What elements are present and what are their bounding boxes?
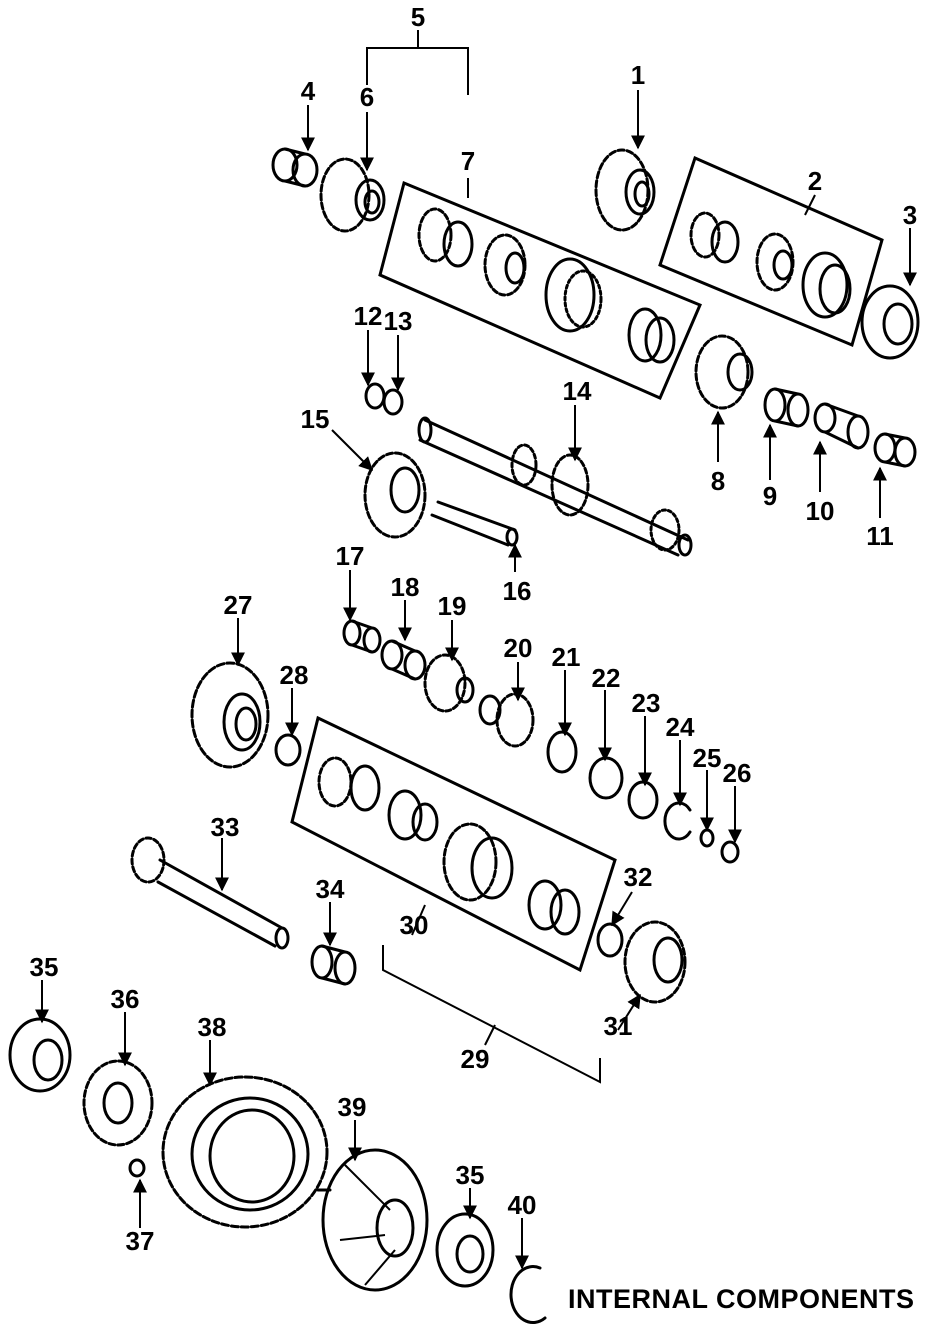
callout-37: 37: [126, 1226, 155, 1256]
part-40-snap-ring: [509, 1265, 547, 1325]
callout-labels: 1 2 3 4 5 6 7 8 9 10 11 12 13 14 15 16 1…: [30, 2, 918, 1256]
callout-3: 3: [903, 200, 917, 230]
callout-20: 20: [504, 633, 533, 663]
callout-33: 33: [211, 812, 240, 842]
part-25-washer: [699, 828, 715, 848]
part-9-sleeve: [763, 387, 810, 428]
callout-40: 40: [508, 1190, 537, 1220]
callout-13: 13: [384, 306, 413, 336]
callout-36: 36: [111, 984, 140, 1014]
callout-30: 30: [400, 910, 429, 940]
callout-14: 14: [563, 376, 592, 406]
part-22-bearing: [588, 756, 624, 800]
part-30-synchro-set: [317, 756, 581, 936]
callout-21: 21: [552, 642, 581, 672]
callout-10: 10: [806, 496, 835, 526]
part-10-hub: [813, 402, 870, 450]
callout-26: 26: [723, 758, 752, 788]
callout-34: 34: [316, 874, 345, 904]
callout-35-left: 35: [30, 952, 59, 982]
part-36-gear: [82, 1059, 154, 1147]
callout-35-right: 35: [456, 1160, 485, 1190]
callout-32: 32: [624, 862, 653, 892]
part-39-differential-case: [316, 1148, 429, 1292]
callout-11: 11: [866, 521, 894, 551]
part-6-gear: [319, 157, 386, 233]
part-15-gear: [363, 451, 427, 539]
callout-25: 25: [693, 743, 722, 773]
callout-17: 17: [336, 541, 365, 571]
part-32-ring: [596, 922, 624, 958]
part-28-ring: [274, 733, 302, 767]
part-27-gear: [190, 661, 270, 769]
part-16-pin: [430, 500, 519, 547]
part-11-sleeve: [873, 432, 917, 468]
diagram-caption: INTERNAL COMPONENTS: [568, 1284, 915, 1314]
part-18-sleeve: [380, 639, 427, 681]
part-4-sleeve: [271, 147, 319, 188]
part-19-gear: [423, 653, 475, 713]
part-20-gear: [478, 692, 535, 748]
callout-31: 31: [604, 1011, 633, 1041]
callout-18: 18: [391, 572, 420, 602]
callout-4: 4: [301, 76, 316, 106]
part-2-synchro-set: [689, 211, 852, 319]
callout-8: 8: [711, 466, 725, 496]
callout-22: 22: [592, 663, 621, 693]
part-33-pinion-shaft: [130, 836, 290, 950]
part-38-ring-gear: [161, 1075, 329, 1229]
callout-15: 15: [301, 404, 330, 434]
part-1-gear: [594, 148, 656, 232]
part-8-gear: [694, 334, 754, 410]
callout-1: 1: [631, 60, 645, 90]
callout-9: 9: [763, 481, 777, 511]
part-3-bearing: [860, 284, 920, 360]
part-12-ring: [364, 382, 386, 410]
part-14-mainshaft: [417, 416, 693, 557]
callout-38: 38: [198, 1012, 227, 1042]
part-34-sleeve: [310, 944, 357, 986]
callout-6: 6: [360, 82, 374, 112]
callout-7: 7: [461, 146, 475, 176]
callout-19: 19: [438, 591, 467, 621]
callout-23: 23: [632, 688, 661, 718]
group-box-7: [378, 180, 702, 400]
group-box-30: [290, 715, 617, 973]
group-box-2: [658, 155, 884, 348]
part-17-sleeve: [342, 619, 382, 654]
part-35-bearing-left: [8, 1017, 72, 1093]
leader-lines: [35, 30, 917, 1270]
part-21-ring: [546, 730, 578, 774]
part-24-snap-ring: [663, 801, 692, 841]
part-35-bearing-right: [435, 1212, 495, 1288]
callout-12: 12: [354, 301, 383, 331]
callout-27: 27: [224, 590, 253, 620]
part-26-nut: [720, 840, 740, 864]
part-7-synchro-set: [417, 207, 676, 364]
callout-39: 39: [338, 1092, 367, 1122]
callout-29: 29: [461, 1044, 490, 1074]
callout-28: 28: [280, 660, 309, 690]
callout-24: 24: [666, 712, 695, 742]
part-13-ring: [382, 388, 404, 416]
part-23-ring: [627, 780, 659, 820]
callout-16: 16: [503, 576, 532, 606]
callout-2: 2: [808, 166, 822, 196]
part-37-bolt: [128, 1158, 146, 1178]
part-31-gear: [623, 920, 687, 1004]
callout-5: 5: [411, 2, 425, 32]
